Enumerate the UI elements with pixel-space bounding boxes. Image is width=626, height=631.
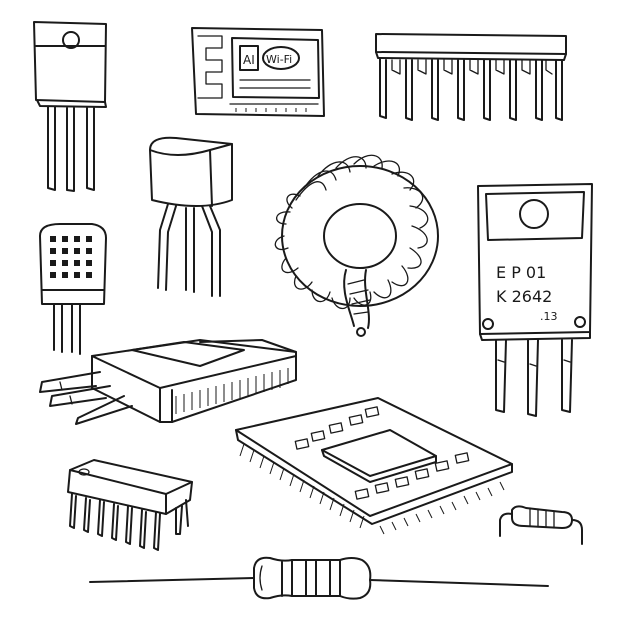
to92-transistor <box>149 136 233 297</box>
dip-ic <box>67 459 193 551</box>
power-transistor-marking-3: .13 <box>540 310 558 323</box>
power-transistor: E P 01 K 2642 .13 <box>477 183 593 417</box>
humidity-sensor <box>39 223 107 355</box>
wifi-module-chip-text-2: Wi-Fi <box>266 53 292 66</box>
power-transistor-marking-1: E P 01 <box>496 263 546 282</box>
small-resistor <box>499 505 583 545</box>
qfp-processor-chip <box>235 397 513 535</box>
wifi-module: AI Wi-Fi <box>191 27 325 117</box>
toroidal-inductor <box>274 154 439 337</box>
power-transistor-marking-2: K 2642 <box>496 287 552 306</box>
axial-resistor <box>89 556 549 600</box>
voltage-regulator-dpak <box>39 339 297 425</box>
wifi-module-chip-text-1: AI <box>243 53 255 67</box>
sip-resistor-network <box>375 33 567 121</box>
to220-transistor <box>33 21 107 192</box>
